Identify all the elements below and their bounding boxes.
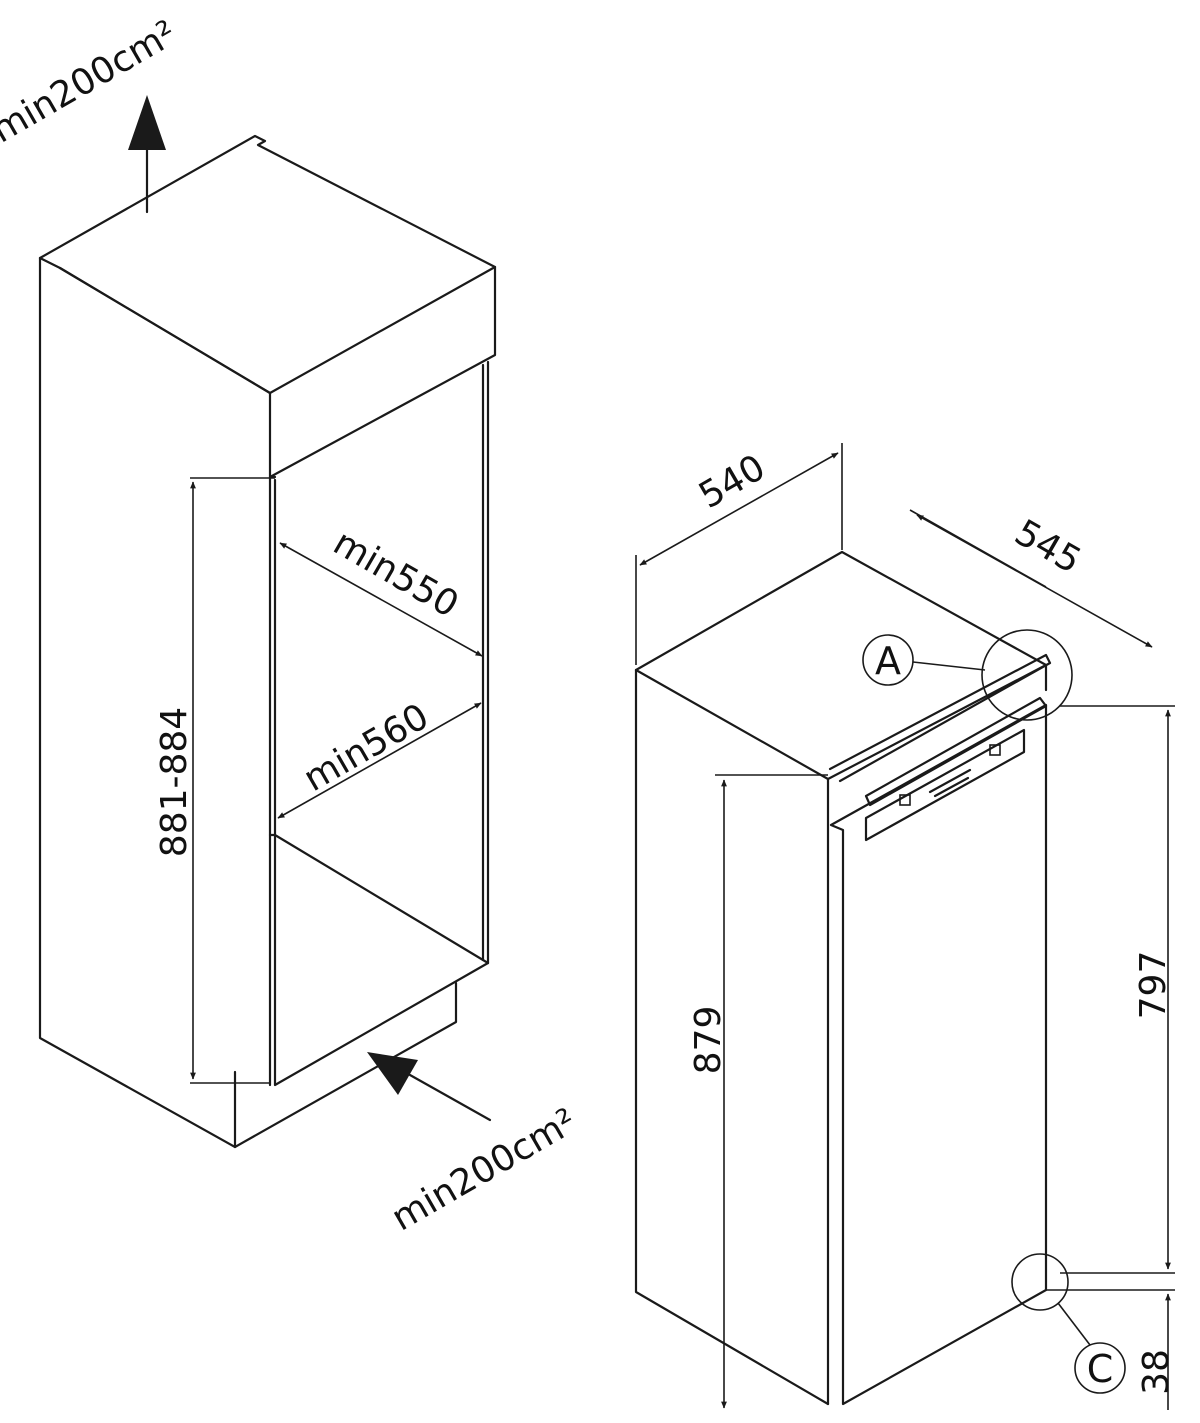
- appliance-left-side: [634, 668, 830, 1406]
- bracket-hole: [989, 744, 1001, 756]
- appliance-bracket: [864, 728, 1026, 842]
- vent-bottom-label: min200cm²: [385, 1101, 584, 1239]
- appliance-drawing: A C 540 545 879 797 38: [634, 443, 1177, 1410]
- cabinet-plinth: [233, 981, 458, 1149]
- cabinet-height-label: 881-884: [154, 707, 195, 857]
- cabinet-right-upright: [268, 360, 490, 1087]
- cabinet-left-side: [38, 256, 237, 1149]
- vent-bottom-arrow-shaft: [408, 1073, 492, 1122]
- cabinet-width-label: min560: [297, 696, 436, 800]
- cabinet-top-front-edge: [58, 266, 272, 395]
- callout-a-badge: [862, 634, 914, 686]
- cabinet-top: [38, 134, 497, 395]
- callout-c-badge: [1074, 1342, 1126, 1394]
- callout-c-label: C: [1087, 1347, 1114, 1391]
- d545-dim-line: [916, 514, 1153, 648]
- appliance-height-total-label: 879: [688, 1006, 729, 1075]
- cabinet-drawing: min200cm² min200cm² 881-884 min550 min56…: [0, 13, 584, 1239]
- appliance-top: [634, 550, 1048, 781]
- appliance-door: [829, 703, 1048, 1406]
- w540-dim-line: [639, 452, 839, 566]
- depth-dim-line: [279, 542, 483, 657]
- cabinet-top-rail: [268, 265, 497, 479]
- appliance-width-label: 540: [692, 447, 772, 517]
- callout-a-leader: [912, 661, 986, 671]
- appliance-top-rail: [826, 653, 1052, 807]
- cabinet-depth-label: min550: [326, 522, 465, 626]
- cabinet-niche-floor: [268, 833, 490, 965]
- callout-c-leader: [1057, 1302, 1091, 1346]
- bracket-hole: [899, 794, 911, 806]
- vent-top-arrow-head: [128, 95, 166, 150]
- callout-c-circle: [1011, 1253, 1069, 1311]
- vent-bottom-arrow-head: [367, 1052, 418, 1095]
- width-dim-line: [277, 702, 482, 819]
- callout-a-label: A: [875, 639, 901, 683]
- appliance-height-lower-label: 38: [1136, 1349, 1177, 1395]
- appliance-height-upper-label: 797: [1133, 951, 1174, 1020]
